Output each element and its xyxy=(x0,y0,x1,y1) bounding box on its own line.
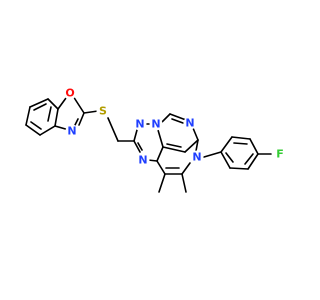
atom-symbol: O xyxy=(65,87,74,100)
bond xyxy=(203,151,222,158)
bond xyxy=(247,153,259,170)
atom-label-background xyxy=(149,117,163,131)
atom-symbol: S xyxy=(99,105,107,118)
atom-oxazole-nitrogen: N xyxy=(65,124,79,138)
bond xyxy=(244,153,254,165)
bond xyxy=(78,112,85,126)
bond xyxy=(181,162,191,175)
bond xyxy=(133,129,138,142)
bond xyxy=(156,146,164,162)
bond xyxy=(184,139,199,153)
bond xyxy=(249,138,259,155)
bond xyxy=(231,136,251,140)
bond xyxy=(25,124,41,136)
bond xyxy=(166,143,182,148)
atom-label-background xyxy=(96,104,110,118)
atom-triazole-nitrogen-left: N xyxy=(136,153,150,167)
bond xyxy=(225,152,234,163)
bond xyxy=(171,118,184,124)
bond xyxy=(54,108,59,127)
atom-symbol: N xyxy=(185,117,194,130)
bond xyxy=(192,127,199,141)
atom-fluorine: F xyxy=(273,147,287,161)
bond xyxy=(147,159,158,162)
atom-label-background xyxy=(65,124,79,138)
bond xyxy=(162,146,186,153)
bond xyxy=(220,136,233,153)
bond xyxy=(233,142,248,145)
atom-oxazole-oxygen: O xyxy=(63,86,77,100)
atom-symbol: N xyxy=(135,118,144,131)
bond xyxy=(158,173,166,193)
atom-pyrimidine-nitrogen: N xyxy=(183,116,197,130)
bond xyxy=(47,106,52,122)
atom-symbol: N xyxy=(151,118,160,131)
bond xyxy=(29,98,49,108)
atom-label-background xyxy=(63,86,77,100)
atom-symbol: N xyxy=(138,154,147,167)
bond xyxy=(107,117,119,142)
bond xyxy=(169,113,187,121)
bond xyxy=(57,97,67,110)
bond xyxy=(39,125,56,136)
bond xyxy=(220,151,231,169)
bond xyxy=(157,129,164,148)
bond xyxy=(181,173,187,193)
atom-symbol: F xyxy=(276,148,284,161)
atom-label-background xyxy=(136,153,150,167)
bond xyxy=(72,95,85,114)
bond xyxy=(25,106,31,126)
atom-label-background xyxy=(190,150,204,164)
atom-label-background xyxy=(133,117,147,131)
bond xyxy=(156,160,166,175)
atom-thioether-sulfur: S xyxy=(96,104,110,118)
bond xyxy=(133,140,141,153)
bond xyxy=(195,139,199,152)
atom-symbol: N xyxy=(192,151,201,164)
atom-triazole-nitrogen-top: N xyxy=(133,117,147,131)
bond xyxy=(30,121,42,130)
atom-label-background xyxy=(273,147,287,161)
atom-label-background xyxy=(183,116,197,130)
bond xyxy=(137,142,143,151)
bond-layer xyxy=(25,95,272,193)
atom-pyrrole-nitrogen: N xyxy=(190,150,204,164)
atom-triazole-nitrogen-bridge: N xyxy=(149,117,163,131)
bond xyxy=(83,110,99,114)
bond xyxy=(33,103,47,111)
bond xyxy=(229,167,249,170)
atom-symbol: N xyxy=(67,125,76,138)
bond xyxy=(47,98,59,110)
